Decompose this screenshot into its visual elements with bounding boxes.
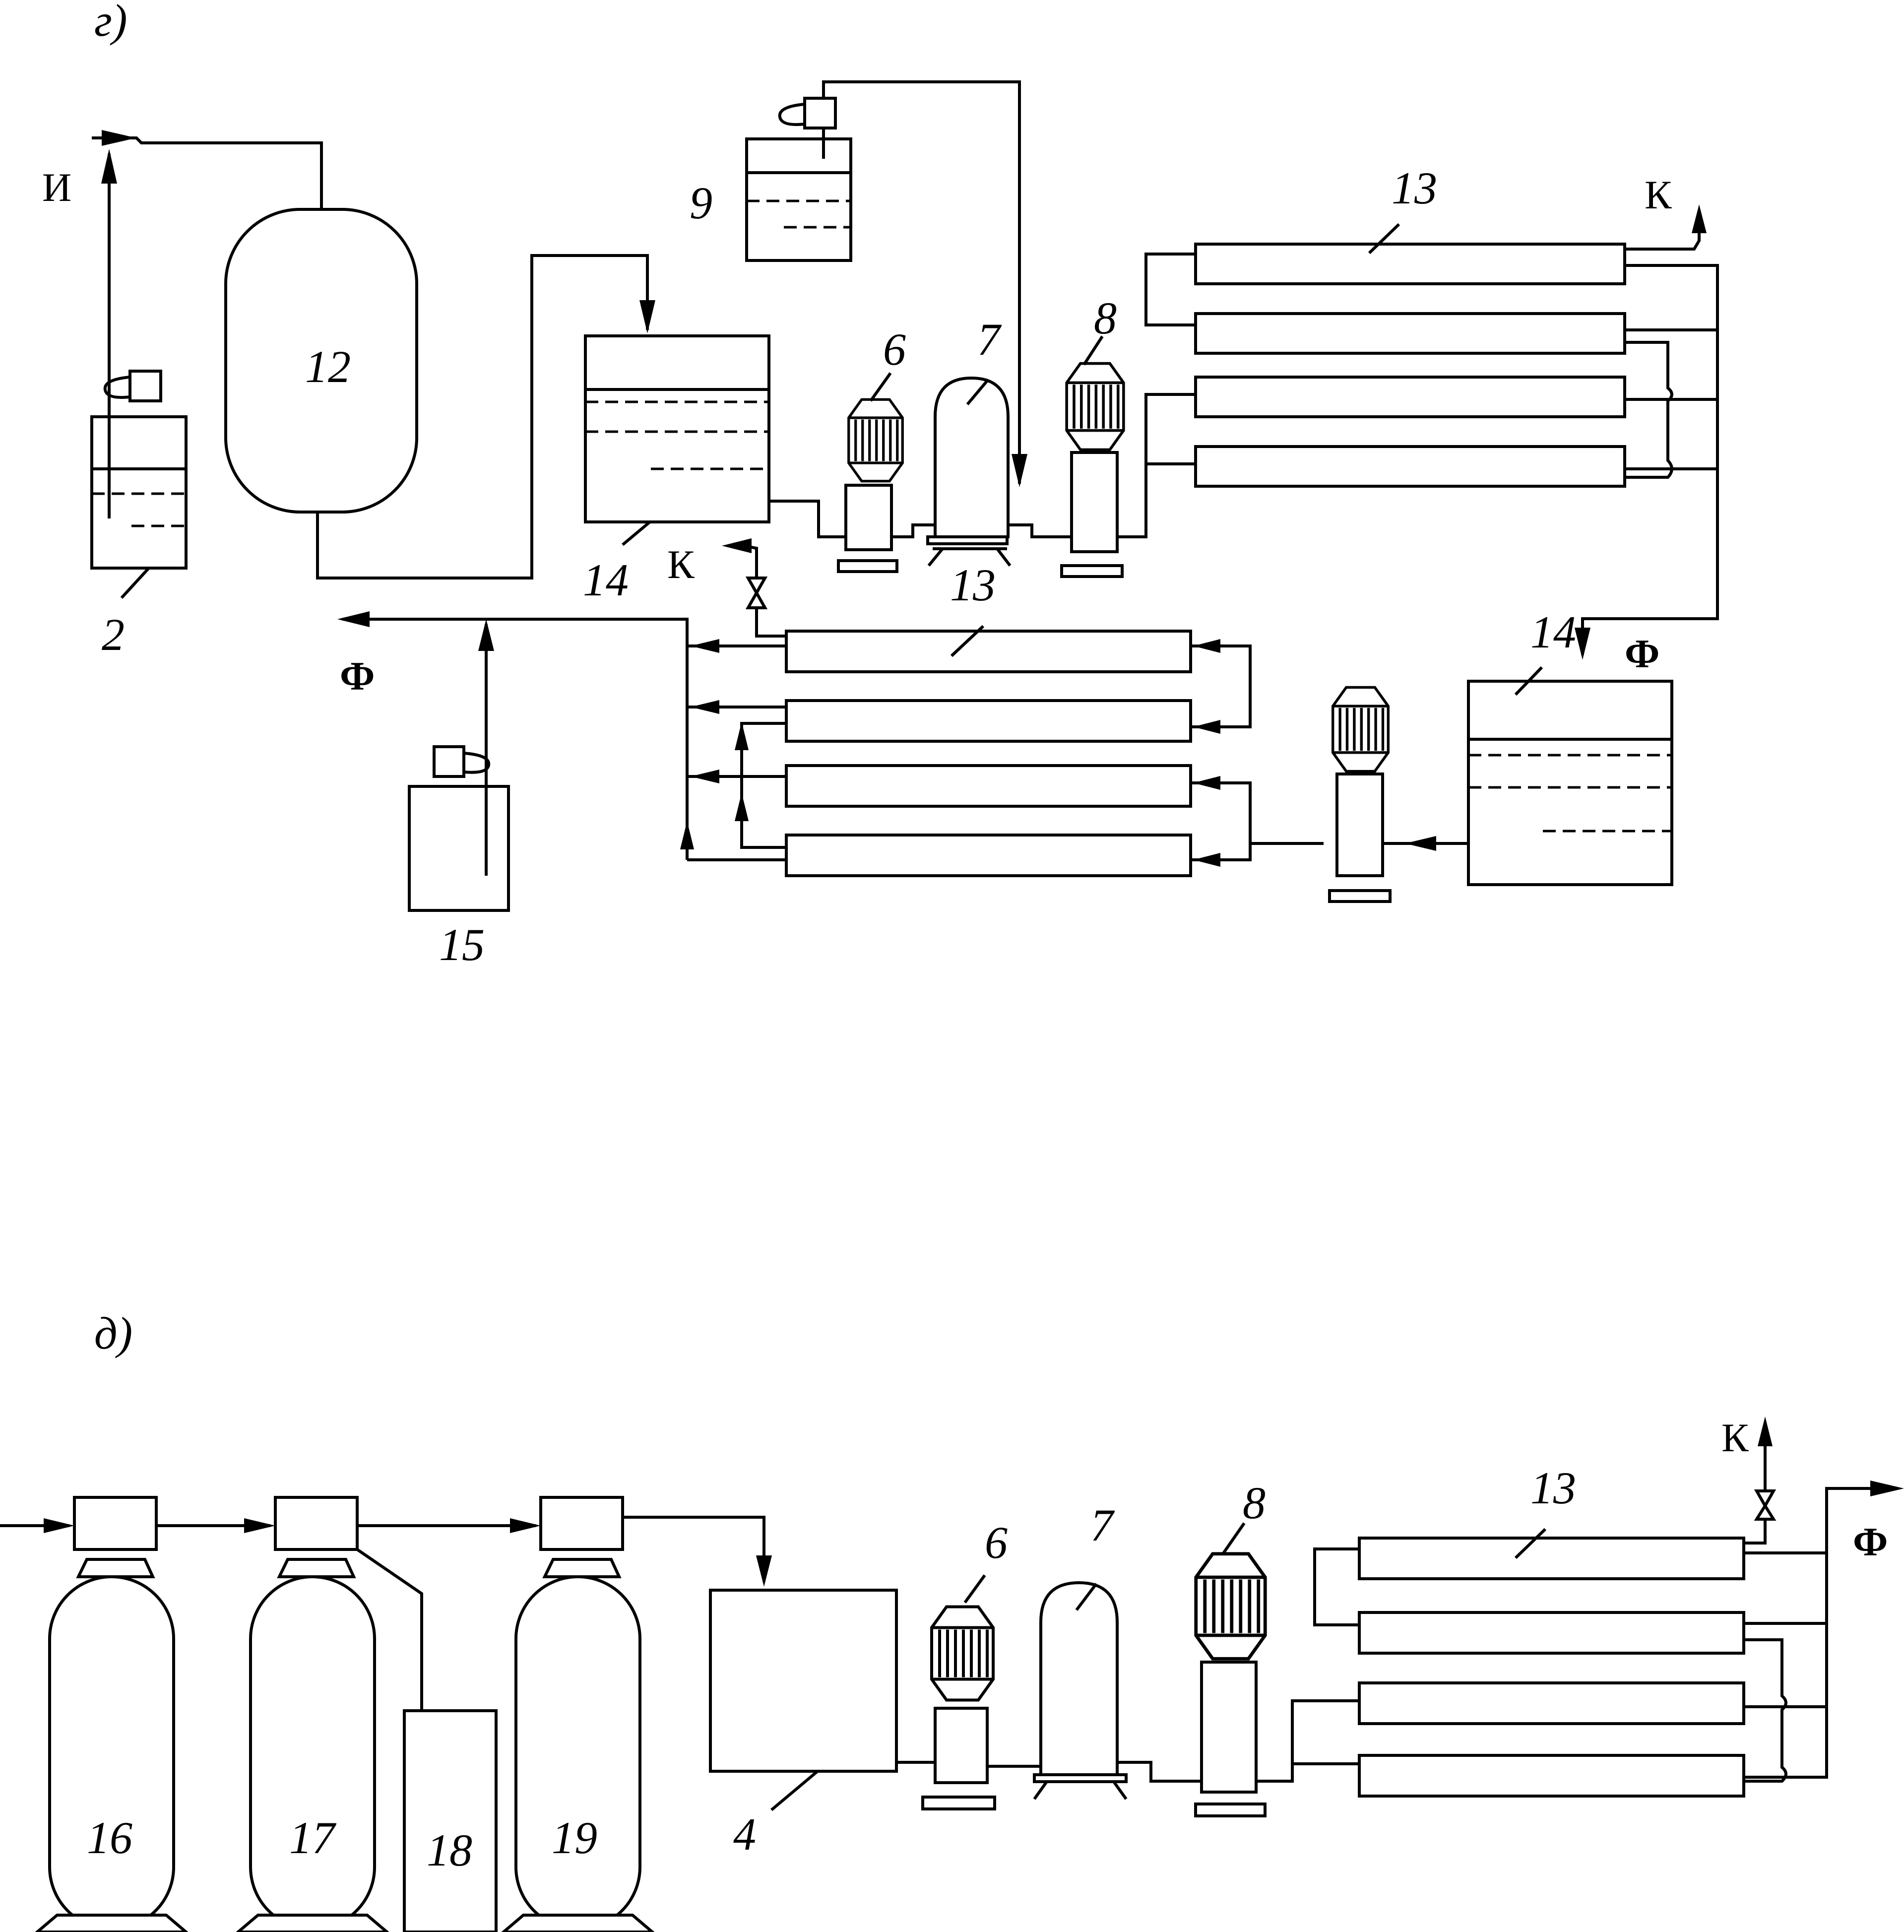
label-k-d: К [1721,1415,1749,1460]
flow-lines-d [0,1516,772,1587]
pump-bottom [1328,687,1468,903]
label-4: 4 [733,1809,756,1860]
label-14b: 14 [1530,607,1576,657]
tank-4: 4 [709,1589,898,1860]
label-7-g: 7 [977,314,1002,365]
pump-8: 8 [1060,293,1124,578]
dosing-tank-9: 9 [690,80,1027,487]
vessel-16: 16 [35,1496,189,1932]
membrane-bank-13-d: 13 К Ф [1313,1415,1904,1798]
label-13a: 13 [1392,163,1437,213]
label-18: 18 [427,1825,472,1875]
label-15: 15 [439,919,485,970]
label-9: 9 [690,178,712,228]
label-13-d: 13 [1530,1463,1576,1513]
pipe-8-to-13 [1117,393,1196,538]
label-f-right: Ф [1625,631,1659,676]
label-2: 2 [102,609,125,660]
dosing-tank-2: 2 [90,370,188,660]
tank-14-top: 14 [583,334,770,605]
label-f-left: Ф [340,653,375,699]
pump-6-d: 6 [921,1517,1008,1810]
tank-12: 12 [224,208,655,580]
membrane-bank-13-top: 13 К [1144,163,1719,660]
label-k-mid: К [667,542,695,587]
label-16: 16 [87,1812,132,1863]
pump-6: 6 [837,324,906,573]
label-19: 19 [552,1812,597,1863]
vessel-17: 17 [236,1496,423,1932]
label-8-d: 8 [1243,1478,1266,1528]
label-7-d: 7 [1090,1500,1115,1550]
pump-8-d: 8 [1196,1478,1266,1817]
pipe-14-to-8 [769,500,1072,538]
label-13b: 13 [950,560,996,610]
dosing-tank-15: 15 [408,619,510,970]
label-8-g: 8 [1094,293,1117,343]
label-k-top: К [1645,172,1672,217]
inlet-pipe: И [42,130,323,392]
diagram-d: д) 16 17 18 19 [0,1308,1904,1932]
label-17: 17 [289,1812,337,1863]
vessel-19: 19 [501,1496,655,1932]
caption-g: г) [94,0,127,46]
tank-14-bottom: 14 Ф [1467,607,1673,886]
label-6-d: 6 [985,1517,1008,1568]
tank-18: 18 [403,1709,498,1932]
pipe-4-to-bank [896,1699,1359,1783]
diagram-g: г) 2 И 12 [42,0,1719,970]
caption-d: д) [94,1308,132,1358]
label-6-g: 6 [883,324,906,375]
label-i: И [42,165,71,210]
label-14a: 14 [583,555,629,605]
label-12: 12 [305,341,351,392]
filter-7: 7 [926,314,1012,567]
label-f-d: Ф [1853,1519,1888,1564]
filter-7-d: 7 [1033,1500,1128,1800]
membrane-bank-13-bottom: 13 Ф К [337,538,1324,877]
